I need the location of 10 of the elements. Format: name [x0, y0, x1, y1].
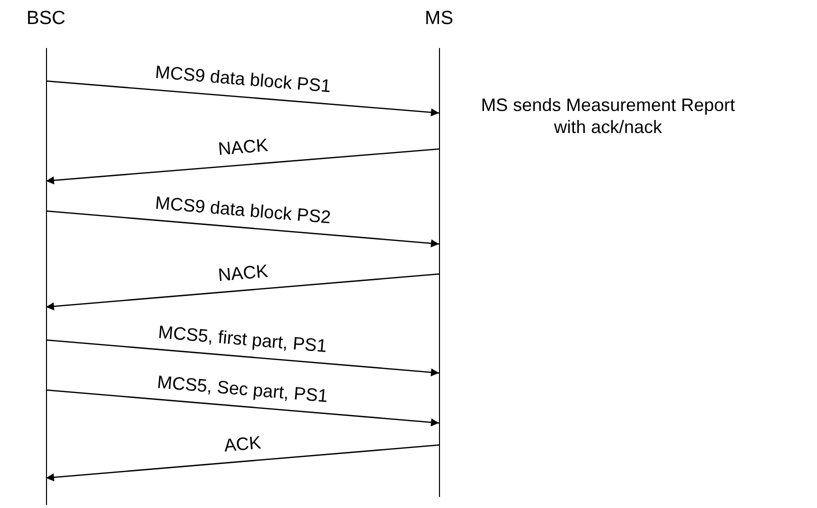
participant-name: BSC: [25, 8, 67, 30]
note-text: MS sends Measurement Report with ack/nack: [480, 94, 736, 138]
message-arrow: [46, 210, 440, 248]
message-arrow: [46, 339, 440, 376]
participant-name: MS: [424, 8, 454, 30]
message-arrow: [46, 80, 440, 116]
message-arrow: [46, 444, 440, 482]
message-arrow: [46, 273, 440, 310]
message-arrow: [46, 148, 440, 184]
message-arrow: [46, 389, 440, 426]
